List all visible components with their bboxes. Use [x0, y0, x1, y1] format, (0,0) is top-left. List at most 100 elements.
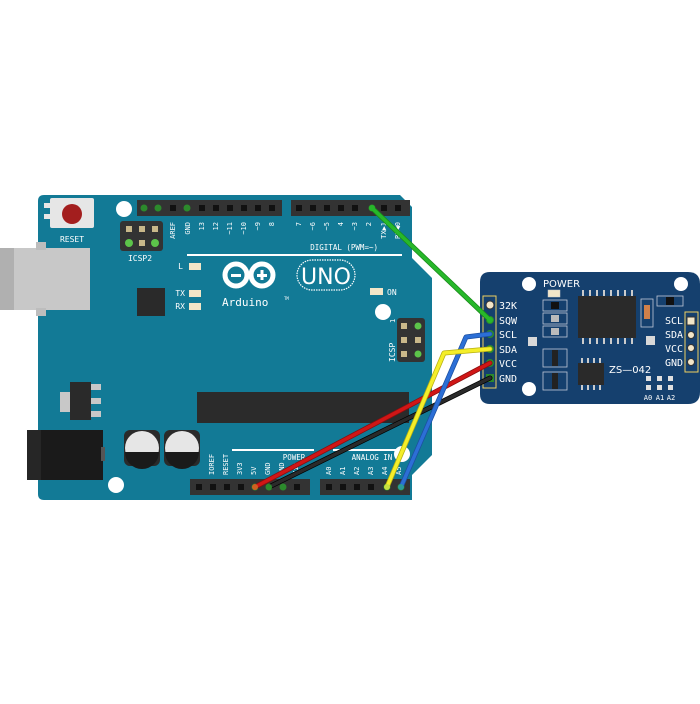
mounting-hole: [674, 277, 688, 291]
svg-text:A3: A3: [367, 467, 375, 475]
mounting-hole: [108, 477, 124, 493]
silkscreen-line: [187, 254, 402, 256]
svg-text:~9: ~9: [254, 222, 262, 230]
capacitor: [124, 430, 160, 469]
svg-text:A2: A2: [353, 467, 361, 475]
svg-text:~3: ~3: [351, 222, 359, 230]
mounting-hole: [375, 304, 391, 320]
icsp-label: ICSP: [388, 343, 397, 362]
led-tx: [189, 290, 201, 297]
board-outline: [38, 195, 432, 500]
resistor-array: [542, 348, 568, 391]
wire-green-d2-to-sqw[interactable]: [370, 206, 492, 322]
rtc-module-zs042: 32K SQW SCL SDA VCC GND POWER: [480, 272, 700, 404]
svg-text:2: 2: [365, 222, 373, 226]
icsp2-header: [120, 221, 163, 251]
led-l: [189, 263, 201, 270]
usb-chip: [137, 288, 165, 316]
analog-pin-labels: A0 A1 A2 A3 A4 A5: [325, 467, 403, 475]
rtc-power-label: POWER: [543, 279, 580, 290]
rtc-resistors: [542, 299, 568, 338]
mounting-hole: [522, 382, 536, 396]
rtc-right-pin-labels: SCL SDA VCC GND: [665, 316, 683, 369]
svg-text:12: 12: [212, 222, 220, 230]
rtc-power-led: [547, 289, 561, 298]
svg-text:5V: 5V: [250, 466, 258, 475]
digital-label: DIGITAL (PWM=~): [310, 243, 378, 252]
eeprom-chip: [578, 358, 604, 390]
wire-endpoints: [252, 205, 493, 490]
icsp2-label: ICSP2: [128, 254, 152, 263]
wire-black-gnd-to-gnd[interactable]: [267, 376, 492, 489]
led-rx-label: RX: [175, 302, 185, 311]
svg-text:A0: A0: [325, 467, 333, 475]
silkscreen-line: [232, 449, 314, 451]
svg-text:SDA: SDA: [665, 330, 683, 341]
svg-text:IOREF: IOREF: [208, 454, 216, 475]
svg-text:AREF: AREF: [169, 222, 177, 239]
svg-text:A4: A4: [381, 467, 389, 475]
power-header: [190, 479, 310, 495]
svg-text:~11: ~11: [226, 222, 234, 235]
icsp-pin1-label: 1: [389, 319, 397, 323]
svg-text:TX▶1: TX▶1: [380, 222, 388, 239]
led-l-label: L: [178, 262, 183, 271]
ds3231-chip: [578, 290, 636, 344]
reset-button-cap[interactable]: [62, 204, 82, 224]
silkscreen-line: [333, 449, 401, 451]
capacitor: [164, 430, 200, 469]
arduino-uno-board: RESET ICSP2: [0, 195, 432, 500]
icsp-header: [397, 318, 425, 362]
uno-badge: [296, 259, 356, 291]
svg-text:GND: GND: [499, 374, 517, 385]
svg-text:13: 13: [198, 222, 206, 230]
diode: [640, 298, 654, 328]
svg-text:~6: ~6: [309, 222, 317, 230]
arduino-logo-icon: [222, 261, 276, 289]
analog-label: ANALOG IN: [352, 453, 393, 462]
power-label: POWER: [283, 453, 306, 462]
digital-header-left: [137, 200, 282, 216]
mounting-hole: [116, 201, 132, 217]
svg-text:7: 7: [295, 222, 303, 226]
svg-text:A1: A1: [656, 394, 664, 402]
svg-text:GND: GND: [264, 462, 272, 475]
svg-text:8: 8: [268, 222, 276, 226]
svg-text:GND: GND: [184, 222, 192, 235]
dc-power-jack: [27, 430, 105, 480]
model-label: UNO: [301, 265, 351, 290]
svg-text:32K: 32K: [499, 301, 517, 312]
usb-connector: [0, 242, 90, 316]
rtc-right-header: [684, 311, 699, 373]
svg-text:A5: A5: [395, 467, 403, 475]
wires: [252, 205, 493, 490]
analog-header: [320, 479, 410, 495]
power-pin-labels: IOREF RESET 3V3 5V GND GND Vin: [208, 453, 300, 475]
wire-yellow-a4-to-sda[interactable]: [385, 347, 492, 489]
svg-text:VCC: VCC: [499, 359, 517, 370]
svg-text:VCC: VCC: [665, 344, 683, 355]
svg-text:~5: ~5: [323, 222, 331, 230]
svg-text:3V3: 3V3: [236, 462, 244, 475]
test-pad: [646, 336, 655, 345]
svg-text:SDA: SDA: [499, 345, 517, 356]
reset-button[interactable]: [44, 198, 94, 228]
wire-blue-a5-to-scl[interactable]: [399, 332, 492, 489]
led-on: [370, 288, 383, 295]
svg-text:GND: GND: [278, 462, 286, 475]
wire-red-5v-to-vcc[interactable]: [253, 361, 492, 489]
led-tx-label: TX: [175, 289, 185, 298]
rtc-left-header: [482, 295, 497, 389]
led-rx: [189, 303, 201, 310]
svg-text:A1: A1: [339, 467, 347, 475]
svg-text:~10: ~10: [240, 222, 248, 235]
address-pad-labels: A0 A1 A2: [644, 394, 675, 402]
atmega328-chip: [197, 392, 409, 423]
led-on-label: ON: [387, 288, 397, 297]
mounting-hole: [522, 277, 536, 291]
svg-text:SCL: SCL: [499, 330, 517, 341]
reset-label: RESET: [60, 235, 84, 244]
svg-text:RESET: RESET: [222, 453, 230, 475]
digital-header-right: [291, 200, 410, 216]
